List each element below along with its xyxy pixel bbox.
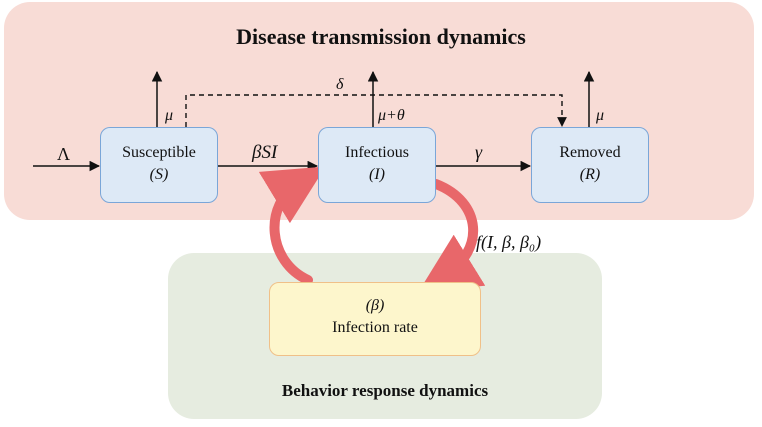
feedback-arrow-right [418, 179, 486, 292]
susceptible-label: Susceptible [122, 144, 196, 161]
death-r-label: μ [595, 107, 604, 124]
infection-rate-symbol: (β) [365, 297, 385, 314]
node-infection-rate: (β) Infection rate [269, 282, 481, 356]
infection-rate-label: Infection rate [332, 319, 418, 336]
feedback-label: f(I, β, β₀) [476, 232, 541, 253]
node-susceptible: Susceptible (S) [100, 127, 218, 203]
death-i-label: μ+θ [377, 107, 405, 124]
removed-label: Removed [559, 144, 621, 161]
disease-transmission-title: Disease transmission dynamics [236, 24, 526, 49]
node-removed: Removed (R) [531, 127, 649, 203]
delta-dashed-arrow [185, 94, 567, 127]
removed-symbol: (R) [579, 166, 601, 183]
susceptible-symbol: (S) [149, 166, 169, 183]
transmission-label: βSI [251, 142, 279, 163]
delta-label: δ [336, 76, 344, 93]
behavior-response-title: Behavior response dynamics [281, 381, 489, 400]
feedback-arrow-left [258, 166, 326, 285]
recovery-label: γ [475, 142, 483, 162]
infectious-label: Infectious [345, 144, 409, 161]
node-infectious: Infectious (I) [318, 127, 436, 203]
infectious-symbol: (I) [369, 166, 385, 183]
death-s-label: μ [164, 107, 173, 124]
inflow-label: Λ [57, 144, 70, 164]
